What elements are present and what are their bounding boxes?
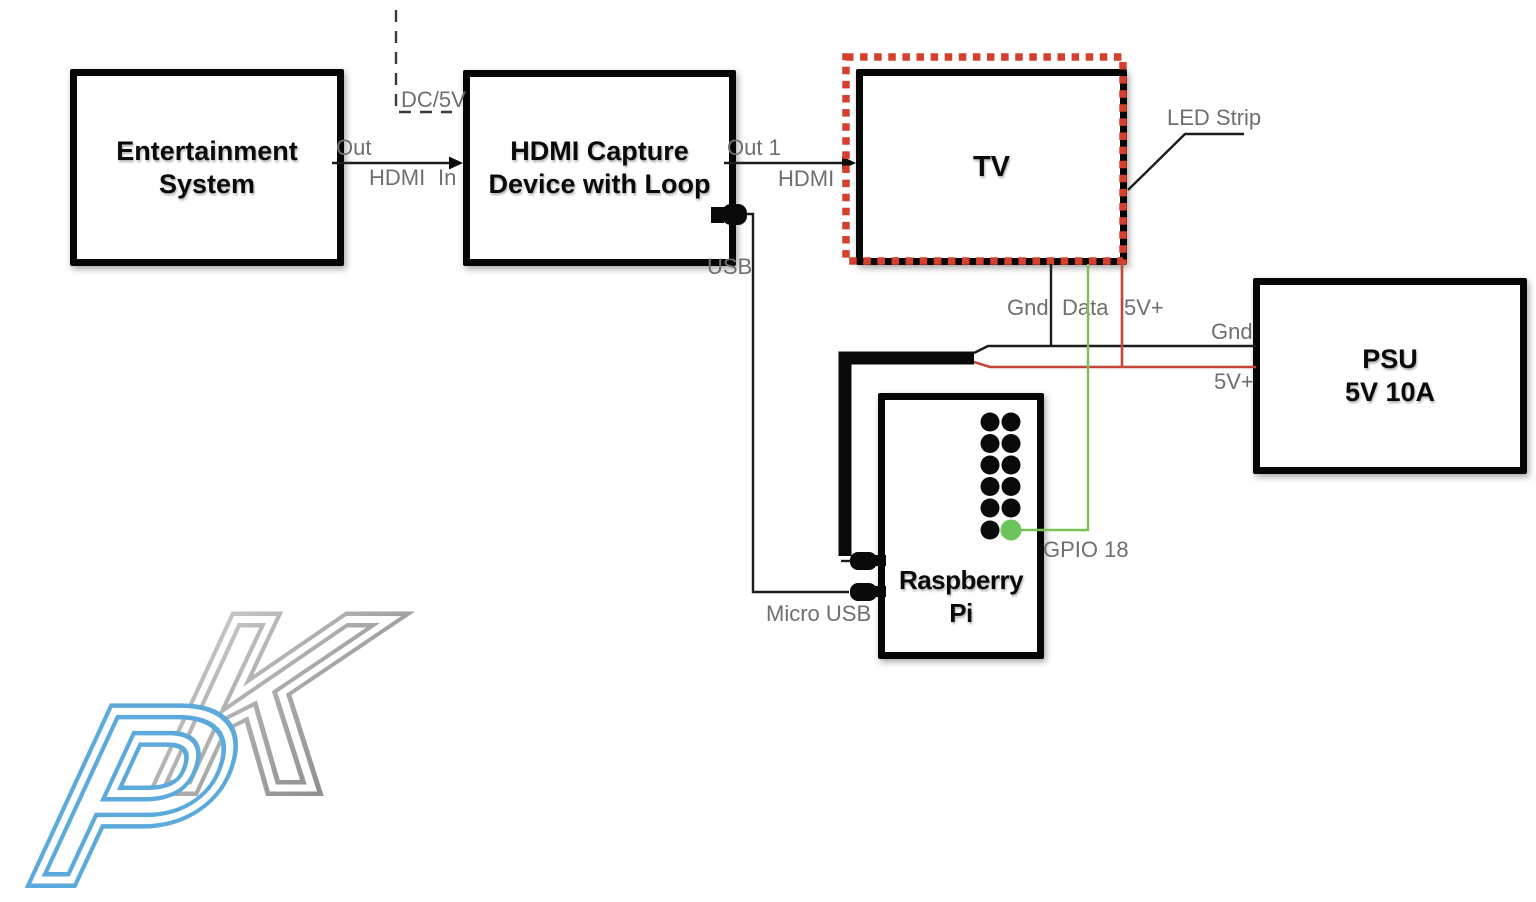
label-data-strip: Data [1062,295,1109,320]
label-micro-usb: Micro USB [766,601,872,626]
label-in: In [438,165,457,190]
logo-k: K [140,566,406,840]
pi-plug-bottom [850,583,877,601]
node-raspberry-pi: Raspberry Pi [878,393,1044,659]
label-usb: USB [707,254,753,279]
node-psu: PSU 5V 10A [1253,278,1527,474]
label-out: Out [336,135,372,160]
node-text: TV [972,150,1011,183]
wire-gnd-psu [973,344,1256,355]
led-strip-leader-line [1127,132,1244,191]
node-raspberry-pi-label: Raspberry Pi [898,564,1024,652]
label-hdmi-out: HDMI [778,166,835,191]
wire-5v-psu [973,360,1256,369]
node-tv-label: TV [973,151,1010,184]
node-psu-label: PSU 5V 10A [1345,343,1435,409]
label-gpio18: GPIO 18 [1043,537,1129,562]
label-out1: Out 1 [727,135,781,160]
label-5v-psu: 5V+ [1214,369,1254,394]
node-text: Entertainment [116,135,298,166]
svg-text:K: K [140,566,406,840]
node-text: PSU [1362,344,1418,374]
node-text: HDMI Capture [510,136,689,166]
node-text: System [158,168,256,199]
label-dc5v: DC/5V [401,87,466,112]
node-text: Device with Loop [488,169,711,199]
node-hdmi-capture-device-label: HDMI Capture Device with Loop [488,135,710,201]
node-text: Pi [949,598,973,628]
label-led-strip: LED Strip [1167,105,1262,130]
label-hdmi-in: HDMI [369,165,426,190]
logo: K K P P [10,558,414,902]
node-hdmi-capture-device: HDMI Capture Device with Loop [463,70,736,266]
label-gnd-strip: Gnd [1007,295,1049,320]
node-text: 5V 10A [1344,377,1436,407]
svg-text:P: P [18,658,256,902]
node-text: Raspberry [898,565,1024,595]
label-gnd-psu: Gnd [1211,319,1253,344]
node-tv: TV [856,69,1127,265]
label-5v-strip: 5V+ [1124,295,1164,320]
node-entertainment-system-label: Entertainment System [116,135,298,201]
arrowhead-hdmi-2 [842,156,856,170]
wire-usb [744,212,849,594]
logo-p: P [18,658,256,902]
pi-plug-top [850,552,877,570]
node-entertainment-system: Entertainment System [70,69,344,266]
